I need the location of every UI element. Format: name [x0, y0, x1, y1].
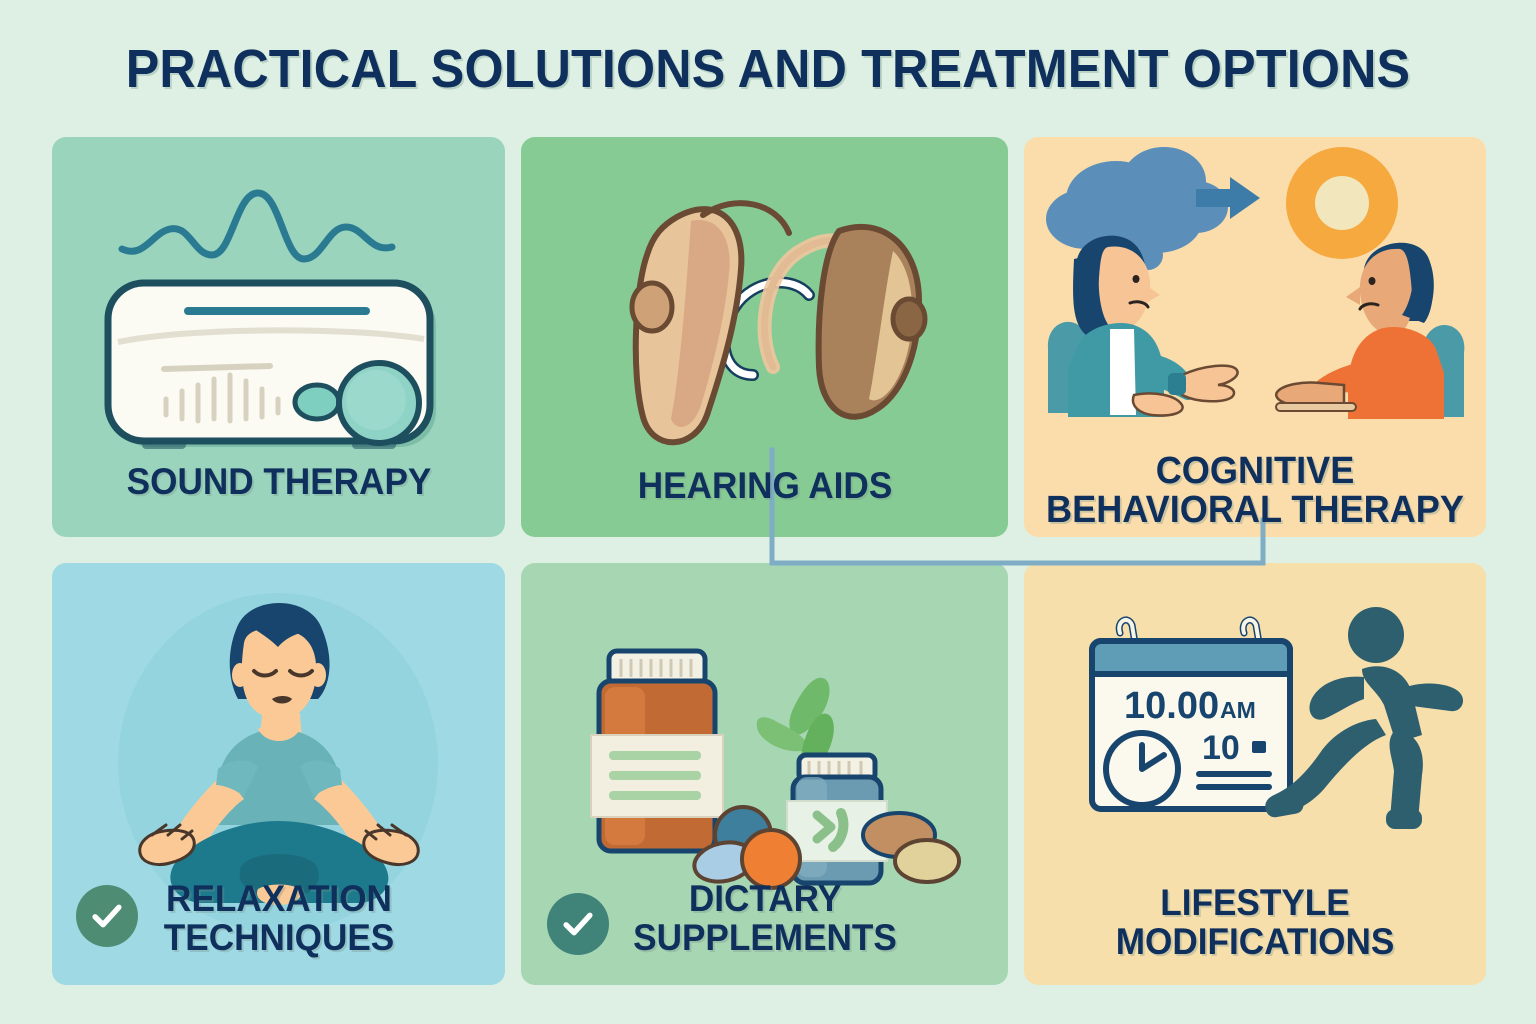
card-relaxation[interactable]: RELAXATION TECHNIQUES — [52, 563, 505, 985]
calendar-time-text: 10.00 — [1124, 685, 1219, 727]
card-hearing-aids[interactable]: HEARING AIDS — [521, 137, 1008, 537]
arrow-right-icon — [1196, 177, 1260, 219]
sound-machine-icon — [104, 189, 436, 449]
card-cbt[interactable]: COGNITIVE BEHAVIORAL THERAPY — [1024, 137, 1486, 537]
orange-ring-icon — [1286, 147, 1398, 259]
supplement-bottles-icon — [590, 648, 961, 890]
calendar-day-text: 10 — [1202, 729, 1240, 767]
check-badge-supplements — [547, 893, 609, 955]
card-sound-therapy[interactable]: SOUND THERAPY — [52, 137, 505, 537]
cards-grid: SOUND THERAPY — [52, 137, 1486, 985]
therapy-session-icon — [1046, 147, 1465, 419]
hearing-aid-icon — [629, 200, 928, 446]
card-lifestyle[interactable]: 10.00 AM 10 — [1024, 563, 1486, 985]
calendar-meridiem-text: AM — [1220, 697, 1256, 723]
page-title: PRACTICAL SOLUTIONS AND TREATMENT OPTION… — [125, 39, 1411, 99]
meditating-person-icon — [118, 593, 438, 933]
check-icon — [92, 904, 122, 928]
card-supplements[interactable]: DICTARY SUPPLEMENTS — [521, 563, 1008, 985]
hearing-aids-illustration — [521, 137, 1008, 537]
calendar-and-runner-icon: 10.00 AM 10 — [1089, 607, 1464, 829]
cbt-illustration — [1024, 137, 1486, 537]
lifestyle-illustration: 10.00 AM 10 — [1024, 563, 1486, 985]
sound-therapy-illustration — [52, 137, 505, 537]
runner-figure-icon — [1265, 607, 1464, 829]
check-icon — [563, 912, 593, 936]
check-badge-relaxation — [76, 885, 138, 947]
supplements-illustration — [521, 563, 1008, 985]
